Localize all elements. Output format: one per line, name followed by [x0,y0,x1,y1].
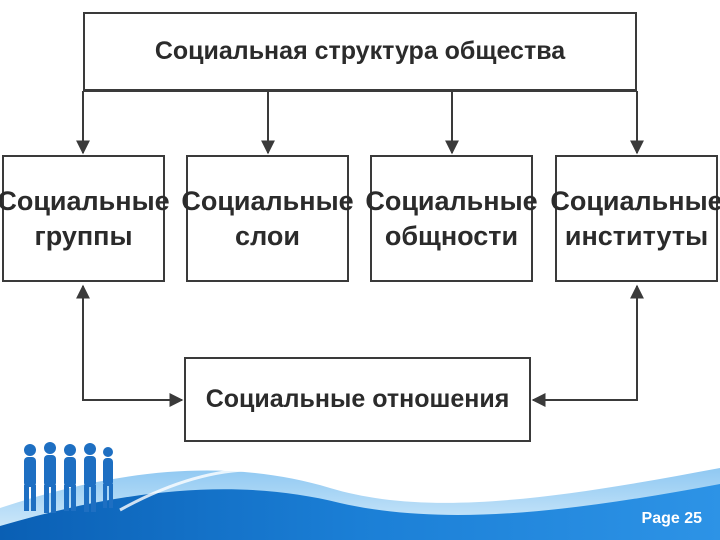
box-label-line2: институты [564,220,709,251]
box-social-groups: Социальные группы [0,155,170,282]
box-social-communities: Социальные общности [365,155,538,282]
box-label-line2: слои [235,220,300,251]
wave-swoosh [0,468,720,540]
box-label-line1: Социальные [0,185,170,216]
box-social-layers: Социальные слои [181,155,354,282]
box-label-line2: общности [384,220,519,251]
box-social-relations: Социальные отношения [184,357,531,442]
page-number: Page 25 [641,510,702,527]
arrow-institutes-relations [531,284,644,407]
box-label-line2: группы [34,220,133,251]
slide-footer: Page 25 [0,442,720,540]
box-label-line1: Социальные [365,185,538,216]
box-social-institutes: Социальные институты [550,155,720,282]
relations-text: Социальные отношения [205,385,510,413]
box-label-line1: Социальные [550,185,720,216]
title-box: Социальная структура общества [83,12,637,91]
arrow-groups-relations [76,284,184,407]
box-label-line1: Социальные [181,185,354,216]
people-silhouettes-icon [24,442,113,513]
title-text: Социальная структура общества [154,37,566,65]
